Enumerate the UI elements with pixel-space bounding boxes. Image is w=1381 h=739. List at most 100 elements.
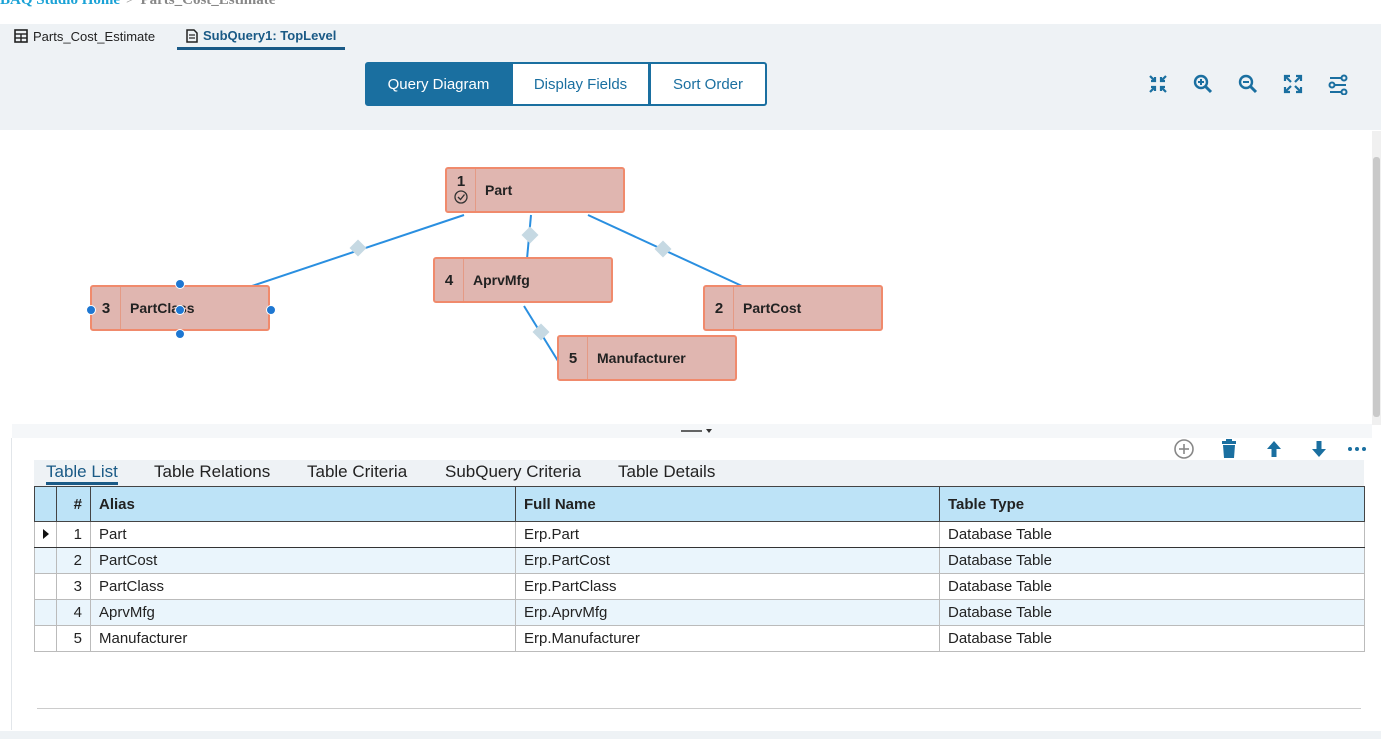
node-number: 4 [435, 259, 464, 301]
resize-handle[interactable] [86, 305, 96, 315]
table-list-grid: # Alias Full Name Table Type 1 Part Erp.… [34, 486, 1365, 652]
tab-table-details[interactable]: Table Details [618, 462, 716, 481]
bottom-bar [0, 731, 1381, 739]
relation-links [251, 214, 743, 362]
node-number: 2 [705, 287, 734, 329]
breadcrumb-separator: > [126, 0, 135, 8]
table-row[interactable]: 4 AprvMfg Erp.AprvMfg Database Table [34, 599, 1365, 626]
document-icon [186, 28, 198, 43]
breadcrumb-current: Parts_Cost_Estimate [140, 0, 276, 8]
column-header-alias[interactable]: Alias [90, 486, 516, 522]
collapse-icon[interactable] [1147, 73, 1169, 95]
node-name: Manufacturer [597, 350, 686, 366]
cell-alias[interactable]: PartClass [90, 573, 516, 600]
cell-full-name[interactable]: Erp.AprvMfg [515, 599, 940, 626]
cell-table-type[interactable]: Database Table [939, 573, 1365, 600]
row-selector[interactable] [34, 625, 57, 652]
delete-icon[interactable] [1218, 438, 1240, 460]
relation-link-handle[interactable] [654, 240, 672, 258]
table-node-part[interactable]: 1 Part [445, 167, 625, 213]
tab-table-relations[interactable]: Table Relations [154, 462, 271, 481]
tab-subquery1-toplevel[interactable]: SubQuery1: TopLevel [177, 24, 346, 50]
cell-alias[interactable]: Manufacturer [90, 625, 516, 652]
query-diagram-canvas[interactable]: 1 Part 4 AprvMfg 3 PartClass 2 PartCost … [12, 131, 1372, 425]
check-circle-icon [454, 189, 468, 208]
tab-label: Parts_Cost_Estimate [33, 28, 156, 44]
cell-number: 5 [56, 625, 91, 652]
query-diagram-button[interactable]: Query Diagram [365, 62, 512, 106]
document-tabs: Parts_Cost_Estimate SubQuery1: TopLevel [0, 24, 1381, 50]
node-name: AprvMfg [473, 272, 530, 288]
cell-number: 1 [56, 521, 91, 548]
tab-table-list[interactable]: Table List [46, 462, 118, 485]
table-node-manufacturer[interactable]: 5 Manufacturer [557, 335, 737, 381]
detail-tabs: Table List Table Relations Table Criteri… [34, 460, 1364, 486]
row-selector[interactable] [34, 521, 57, 548]
sort-order-button[interactable]: Sort Order [649, 62, 767, 106]
cell-table-type[interactable]: Database Table [939, 547, 1365, 574]
zoom-in-icon[interactable] [1192, 73, 1214, 95]
cell-alias[interactable]: AprvMfg [90, 599, 516, 626]
cell-number: 2 [56, 547, 91, 574]
table-node-partcost[interactable]: 2 PartCost [703, 285, 883, 331]
column-header-table-type[interactable]: Table Type [939, 486, 1365, 522]
move-up-icon[interactable] [1263, 438, 1285, 460]
cell-full-name[interactable]: Erp.Manufacturer [515, 625, 940, 652]
table-icon [14, 29, 28, 43]
row-selector[interactable] [34, 599, 57, 626]
breadcrumb: BAQ Studio Home > Parts_Cost_Estimate [0, 0, 600, 10]
current-row-indicator-icon [43, 526, 51, 543]
resize-handle[interactable] [175, 305, 185, 315]
cell-table-type[interactable]: Database Table [939, 599, 1365, 626]
display-fields-button[interactable]: Display Fields [511, 62, 650, 106]
node-number: 1 [456, 172, 466, 190]
row-selector[interactable] [34, 573, 57, 600]
table-node-aprvmfg[interactable]: 4 AprvMfg [433, 257, 613, 303]
table-row[interactable]: 5 Manufacturer Erp.Manufacturer Database… [34, 625, 1365, 652]
table-row[interactable]: 2 PartCost Erp.PartCost Database Table [34, 547, 1365, 574]
scrollbar-thumb[interactable] [1373, 157, 1380, 417]
node-number: 5 [559, 337, 588, 379]
cell-number: 4 [56, 599, 91, 626]
fit-screen-icon[interactable] [1282, 73, 1304, 95]
node-name: PartCost [743, 300, 802, 316]
cell-table-type[interactable]: Database Table [939, 625, 1365, 652]
move-down-icon[interactable] [1308, 438, 1330, 460]
divider [37, 708, 1361, 709]
resize-handle[interactable] [175, 329, 185, 339]
cell-number: 3 [56, 573, 91, 600]
resize-handle[interactable] [175, 279, 185, 289]
diagram-toolbar: Query Diagram Display Fields Sort Order [0, 50, 1381, 130]
zoom-out-icon[interactable] [1237, 73, 1259, 95]
cell-full-name[interactable]: Erp.Part [515, 521, 940, 548]
cell-alias[interactable]: PartCost [90, 547, 516, 574]
relation-link-handle[interactable] [349, 239, 367, 257]
splitter-handle[interactable] [680, 425, 716, 437]
cell-full-name[interactable]: Erp.PartClass [515, 573, 940, 600]
table-row[interactable]: 1 Part Erp.Part Database Table [34, 521, 1365, 548]
row-selector-header [34, 486, 57, 522]
tab-label: SubQuery1: TopLevel [203, 28, 337, 43]
breadcrumb-home-link[interactable]: BAQ Studio Home [0, 0, 121, 8]
table-row[interactable]: 3 PartClass Erp.PartClass Database Table [34, 573, 1365, 600]
settings-route-icon[interactable] [1327, 73, 1349, 95]
grid-header-row: # Alias Full Name Table Type [34, 486, 1365, 522]
cell-alias[interactable]: Part [90, 521, 516, 548]
column-header-full-name[interactable]: Full Name [515, 486, 940, 522]
node-number: 3 [92, 287, 121, 329]
tab-subquery-criteria[interactable]: SubQuery Criteria [445, 462, 582, 481]
tab-parts-cost-estimate[interactable]: Parts_Cost_Estimate [14, 24, 155, 48]
add-circle-icon[interactable] [1173, 438, 1195, 460]
cell-table-type[interactable]: Database Table [939, 521, 1365, 548]
resize-handle[interactable] [266, 305, 276, 315]
tab-table-criteria[interactable]: Table Criteria [307, 462, 408, 481]
relation-link-handle[interactable] [521, 226, 539, 244]
relation-link-handle[interactable] [532, 323, 550, 341]
panel-frame [11, 438, 12, 730]
node-name: Part [485, 182, 513, 198]
row-selector[interactable] [34, 547, 57, 574]
diagram-scrollbar[interactable] [1372, 131, 1381, 425]
cell-full-name[interactable]: Erp.PartCost [515, 547, 940, 574]
column-header-number[interactable]: # [56, 486, 91, 522]
more-icon[interactable] [1346, 438, 1368, 460]
